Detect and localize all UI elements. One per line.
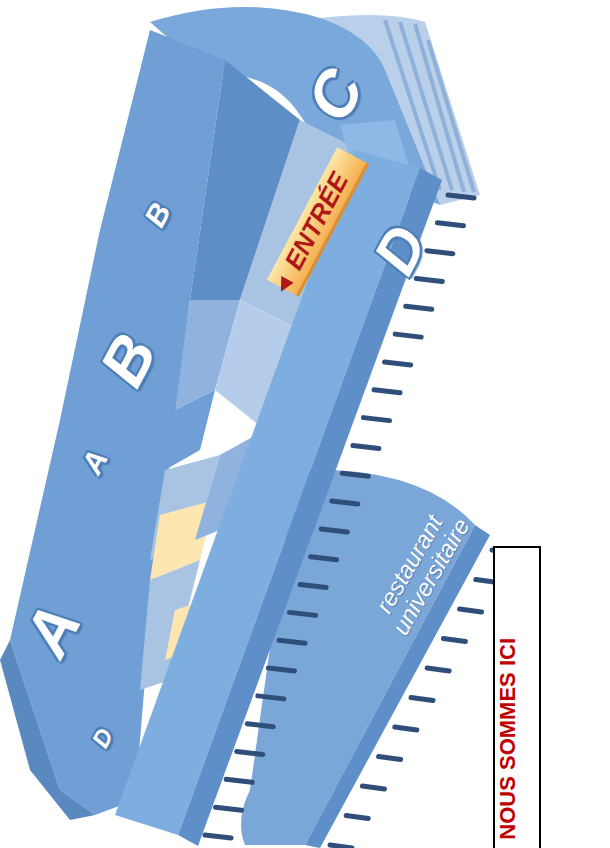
window-mark bbox=[406, 306, 432, 309]
window-mark bbox=[279, 640, 305, 643]
window-mark bbox=[332, 501, 358, 504]
ab-wing-side bbox=[0, 640, 95, 820]
window-mark bbox=[374, 390, 400, 393]
window-mark bbox=[342, 473, 368, 476]
window-mark bbox=[300, 585, 326, 588]
window-mark bbox=[460, 609, 482, 612]
window-mark bbox=[353, 445, 379, 448]
window-mark bbox=[411, 698, 433, 701]
window-mark bbox=[330, 845, 352, 848]
window-mark bbox=[346, 816, 368, 819]
window-mark bbox=[443, 639, 465, 642]
window-mark bbox=[226, 779, 252, 782]
window-mark bbox=[311, 557, 337, 560]
window-mark bbox=[427, 668, 449, 671]
window-mark bbox=[247, 724, 273, 727]
callout-text: NOUS SOMMES ICI bbox=[495, 638, 539, 840]
window-mark bbox=[395, 727, 417, 730]
courtyard-wall bbox=[165, 390, 215, 470]
window-mark bbox=[321, 529, 347, 532]
window-mark bbox=[362, 786, 384, 789]
window-mark bbox=[416, 278, 442, 281]
window-mark bbox=[205, 835, 231, 838]
window-mark bbox=[437, 223, 463, 226]
window-mark bbox=[258, 696, 284, 699]
window-mark bbox=[216, 807, 242, 810]
window-mark bbox=[448, 195, 474, 198]
window-mark bbox=[385, 362, 411, 365]
window-mark bbox=[237, 752, 263, 755]
window-mark bbox=[379, 757, 401, 760]
window-mark bbox=[363, 418, 389, 421]
window-mark bbox=[290, 612, 316, 615]
window-mark bbox=[268, 668, 294, 671]
window-mark bbox=[395, 334, 421, 337]
you-are-here-box: NOUS SOMMES ICI bbox=[493, 546, 541, 848]
